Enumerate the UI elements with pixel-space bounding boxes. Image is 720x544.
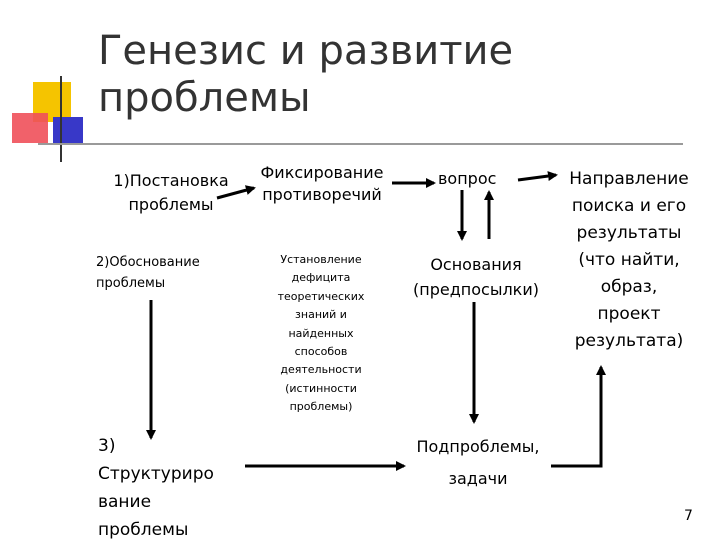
search-direction-node: Направление поиска и его результаты (что… <box>569 169 689 351</box>
step1-label: 1)Постановка проблемы <box>113 171 229 214</box>
slide-title: Генезис и развитие проблемы <box>98 28 514 121</box>
arrow-step1-to-fixing <box>216 185 256 200</box>
fixing-contradictions-node: Фиксирование противоречий <box>260 163 384 204</box>
title-divider <box>38 143 683 145</box>
subproblems-node: Подпроблемы, задачи <box>416 437 540 488</box>
decor-vertical-line <box>60 76 62 162</box>
decor-red-square <box>12 113 48 143</box>
deficit-node: Установление дефицита теоретических знан… <box>277 253 365 414</box>
arrow-subproblems-to-direction <box>551 365 606 468</box>
step2-label: 2)Обоснование проблемы <box>96 255 200 291</box>
step3-label: 3) Структуриро вание проблемы <box>98 436 214 540</box>
decor-blue-square <box>53 117 83 143</box>
page-number: 7 <box>684 508 693 524</box>
arrow-question-to-direction <box>517 171 558 182</box>
question-node: вопрос <box>438 169 497 188</box>
grounds-node: Основания (предпосылки) <box>413 255 539 299</box>
